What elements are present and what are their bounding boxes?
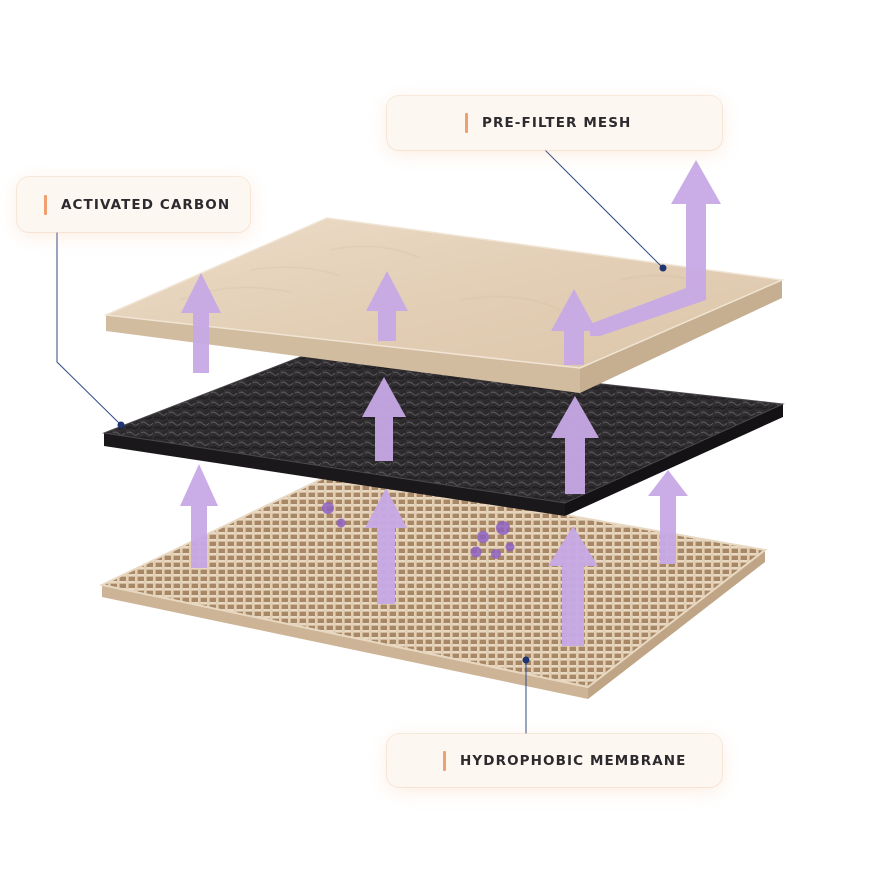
arrow-up-icon — [551, 396, 599, 494]
leader-lines — [56, 149, 664, 734]
hydrophobic-membrane-layer — [98, 472, 768, 699]
activated-carbon-layer — [102, 351, 785, 516]
arrow-up-icon — [181, 273, 221, 373]
arrow-up-icon — [365, 488, 407, 604]
activated-carbon-label: ACTIVATED CARBON — [61, 196, 231, 213]
activated-carbon-label-card: ACTIVATED CARBON — [17, 177, 250, 232]
airflow-arrows-lower — [180, 464, 688, 646]
arrow-up-icon — [366, 271, 408, 341]
accent-bar — [44, 194, 47, 215]
airflow-arrows-middle — [362, 377, 599, 494]
leader-line-carbon — [56, 232, 122, 426]
particle-dots-icon — [322, 502, 515, 559]
arrow-up-icon — [548, 526, 598, 646]
hydrophobic-membrane-label: HYDROPHOBIC MEMBRANE — [460, 752, 687, 769]
arrow-up-icon — [648, 470, 688, 564]
arrow-up-icon — [590, 160, 721, 336]
airflow-arrows-upper — [181, 160, 721, 373]
arrow-up-icon — [551, 289, 597, 365]
accent-bar — [443, 750, 446, 771]
leader-dots — [117, 264, 667, 664]
pre-filter-mesh-label-card: PRE-FILTER MESH — [387, 96, 722, 150]
accent-bar — [465, 113, 468, 133]
pre-filter-mesh-label: PRE-FILTER MESH — [482, 115, 632, 131]
arrow-up-icon — [362, 377, 406, 461]
hydrophobic-membrane-label-card: HYDROPHOBIC MEMBRANE — [387, 734, 722, 787]
arrow-up-icon — [180, 464, 218, 568]
leader-line-pre-filter — [544, 149, 664, 269]
